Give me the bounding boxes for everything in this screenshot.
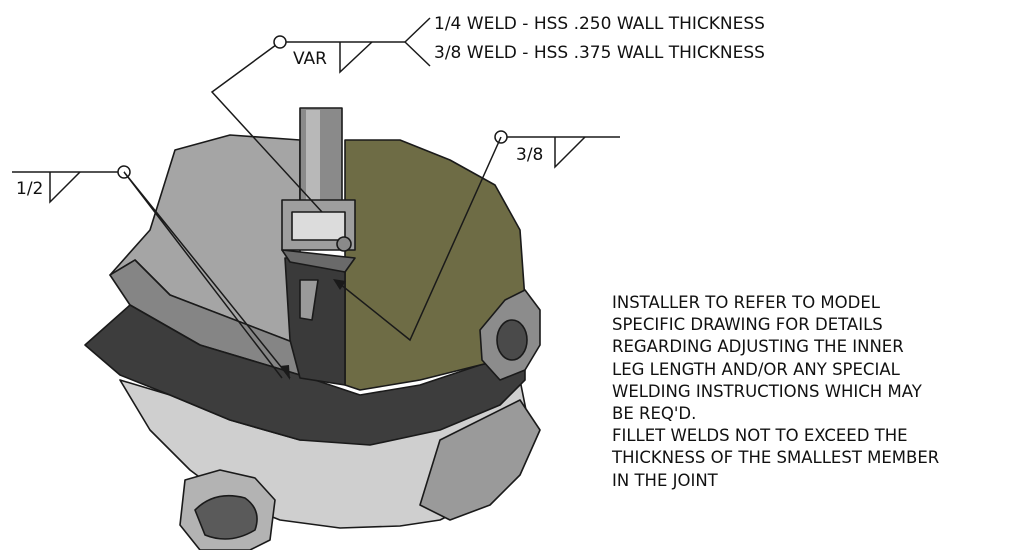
installer-note-line: REGARDING ADJUSTING THE INNER	[612, 337, 904, 357]
bracket-base	[281, 249, 356, 273]
bottom-lobe-hole	[194, 494, 258, 540]
installer-note-line: FILLET WELDS NOT TO EXCEED THE	[612, 426, 908, 446]
top-weld-note-1: 1/4 WELD - HSS .250 WALL THICKNESS	[434, 14, 765, 34]
installer-note-line: WELDING INSTRUCTIONS WHICH MAY	[612, 381, 922, 401]
left-leader	[123, 171, 291, 379]
top-fillet-symbol	[339, 41, 373, 74]
right-fillet-symbol	[554, 136, 586, 169]
tube-highlight	[306, 110, 320, 205]
left-arrowhead	[280, 365, 290, 380]
installer-note-line: LEG LENGTH AND/OR ANY SPECIAL	[612, 359, 900, 379]
left-fillet-symbol	[49, 171, 81, 204]
dark-band	[84, 304, 526, 446]
installer-note-line: IN THE JOINT	[612, 470, 718, 490]
right-knob-hole	[496, 319, 528, 361]
right-leader	[334, 136, 502, 342]
part-model	[84, 107, 541, 551]
installer-note-line: THICKNESS OF THE SMALLEST MEMBER	[612, 448, 940, 468]
leg-inner	[299, 279, 319, 321]
installer-note-line: INSTALLER TO REFER TO MODEL	[612, 293, 880, 312]
right-arrowhead	[333, 279, 346, 290]
top-weld-size-label: VAR	[293, 49, 327, 69]
installer-note-line: SPECIFIC DRAWING FOR DETAILS	[612, 315, 883, 335]
top-field-weld-circle	[273, 35, 287, 49]
bracket-bolt	[336, 236, 352, 252]
left-weld-size-label: 1/2	[16, 179, 43, 199]
top-weld-note-2: 3/8 WELD - HSS .375 WALL THICKNESS	[434, 43, 765, 63]
top-leader	[210, 41, 323, 213]
leader-lines	[12, 17, 620, 379]
installer-note: INSTALLER TO REFER TO MODEL SPECIFIC DRA…	[612, 292, 1012, 492]
right-weld-size-label: 3/8	[516, 145, 543, 165]
bracket-window	[291, 211, 346, 241]
installer-note-line: BE REQ'D.	[612, 404, 697, 424]
right-lower-surface	[419, 399, 541, 521]
top-tail	[404, 17, 431, 67]
